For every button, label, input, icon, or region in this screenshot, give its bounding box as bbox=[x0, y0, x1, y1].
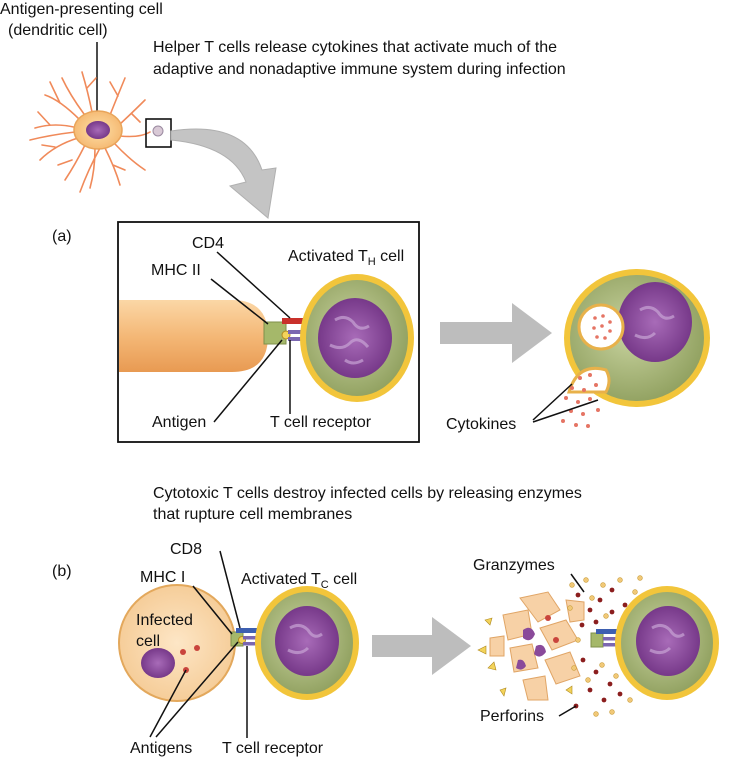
activated-th-cell bbox=[300, 274, 414, 402]
mhc-tcr-complex-b bbox=[230, 628, 258, 647]
apc-label-line2: (dendritic cell) bbox=[8, 22, 108, 39]
cytokines-leader-2 bbox=[532, 399, 599, 423]
cd4-leader bbox=[216, 251, 291, 319]
granzymes-label: Granzymes bbox=[473, 557, 555, 574]
mhc-i-leader bbox=[192, 585, 233, 635]
panel-a-label: (a) bbox=[52, 228, 72, 245]
infected-cell-nucleus bbox=[141, 648, 175, 678]
antigen-leader bbox=[213, 339, 283, 423]
attacking-cell-nucleus bbox=[636, 606, 700, 676]
granzymes-leader bbox=[570, 573, 585, 593]
mhc-ii-label: MHC II bbox=[151, 262, 201, 279]
activated-tc-label: Activated TC cell bbox=[241, 571, 357, 591]
cytotoxic-caption-line2: that rupture cell membranes bbox=[153, 506, 352, 523]
dendrites bbox=[29, 71, 151, 193]
antigen-label: Antigen bbox=[152, 414, 206, 431]
dendritic-cell bbox=[29, 71, 164, 193]
cd8-leader bbox=[219, 550, 241, 629]
helper-caption-line1: Helper T cells release cytokines that ac… bbox=[153, 39, 557, 56]
tcr-label-a: T cell receptor bbox=[270, 414, 372, 431]
mhc-tcr-complex-a bbox=[263, 318, 306, 345]
releasing-cell-nucleus bbox=[618, 282, 692, 362]
antigen-dot-2 bbox=[194, 645, 200, 651]
process-arrow-a bbox=[440, 303, 552, 363]
tcr-b-lower bbox=[243, 642, 258, 646]
tcr-label-b: T cell receptor bbox=[222, 740, 324, 757]
infected-label-line2: cell bbox=[136, 633, 160, 650]
cd8-label: CD8 bbox=[170, 541, 202, 558]
activated-th-tail: cell bbox=[376, 248, 404, 265]
tcr-right-upper bbox=[603, 637, 618, 641]
tcr-upper bbox=[288, 330, 306, 334]
dendritic-nucleus bbox=[86, 121, 110, 139]
panel-a-frame bbox=[117, 221, 420, 443]
activated-tc-cell bbox=[255, 586, 359, 700]
mhc-i-label: MHC I bbox=[140, 569, 185, 586]
perforins-leader bbox=[558, 705, 577, 717]
activated-tc-main: Activated T bbox=[241, 571, 321, 588]
cd8-molecule-right bbox=[596, 629, 618, 634]
infected-label-line1: Infected bbox=[136, 612, 193, 629]
antigen-dot-1 bbox=[180, 649, 186, 655]
contact-point bbox=[152, 125, 164, 137]
perforins bbox=[567, 575, 643, 717]
mhc-ii-leader bbox=[210, 278, 269, 325]
vesicle-cytokines bbox=[592, 314, 612, 340]
antigens-leader-2 bbox=[155, 641, 239, 738]
th-cell-nucleus bbox=[318, 298, 392, 378]
mhc-i-molecule-right bbox=[590, 632, 604, 648]
cytokines-leader-1 bbox=[532, 383, 573, 421]
apc-label-line1: Antigen-presenting cell bbox=[0, 1, 163, 18]
cytokines-label: Cytokines bbox=[446, 416, 516, 433]
activated-th-label: Activated TH cell bbox=[288, 248, 404, 268]
cd4-molecule bbox=[282, 318, 306, 324]
activated-tc-sub: C bbox=[321, 579, 329, 591]
cytokine-releasing-cell bbox=[561, 269, 710, 428]
antigens-label: Antigens bbox=[130, 740, 192, 757]
apc-arm bbox=[119, 300, 268, 372]
exocytosis-pocket bbox=[566, 366, 611, 394]
cd4-label: CD4 bbox=[192, 235, 224, 252]
tcr-right-lower bbox=[603, 643, 618, 647]
nucleus-fragments bbox=[516, 627, 546, 670]
activated-th-sub: H bbox=[368, 256, 376, 268]
activated-th-main: Activated T bbox=[288, 248, 368, 265]
tcr-lower bbox=[288, 337, 306, 341]
released-antigen-dots bbox=[545, 615, 559, 643]
granzymes bbox=[573, 587, 628, 709]
activated-tc-tail: cell bbox=[329, 571, 357, 588]
helper-caption-line2: adaptive and nonadaptive immune system d… bbox=[153, 61, 566, 78]
attacking-tc-cell bbox=[590, 586, 719, 700]
tc-cell-nucleus bbox=[275, 606, 339, 676]
tcr-b-upper bbox=[243, 636, 258, 640]
cd8-molecule bbox=[236, 628, 258, 633]
perforins-label: Perforins bbox=[480, 708, 544, 725]
debris bbox=[477, 617, 573, 697]
antigens-leader-1 bbox=[149, 669, 187, 738]
process-arrow-b bbox=[372, 617, 471, 675]
cytotoxic-caption-line1: Cytotoxic T cells destroy infected cells… bbox=[153, 485, 582, 502]
panel-b-label: (b) bbox=[52, 563, 72, 580]
zoom-arrow bbox=[170, 128, 277, 219]
